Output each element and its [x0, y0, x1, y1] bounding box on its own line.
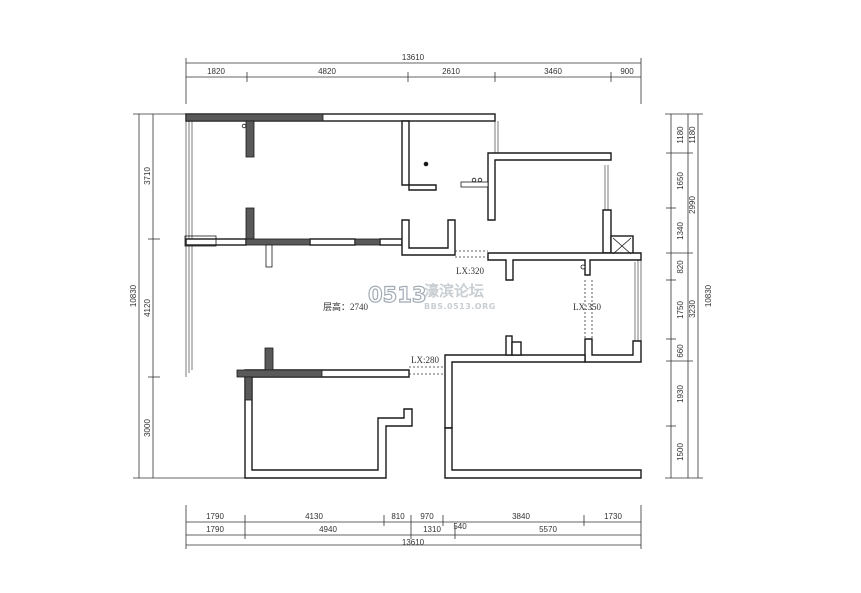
right-middle-dim-2: 2990 [688, 196, 697, 214]
right-inner-dim-3: 1340 [676, 222, 685, 240]
window-sill [184, 235, 217, 247]
right-dimension-chain [665, 113, 703, 479]
pillar-stub [265, 244, 273, 268]
bottom-dim-row1-3: 810 [391, 512, 405, 521]
bottom-dimension-chain [185, 505, 642, 549]
structural-beam-2 [354, 238, 381, 246]
top-total-dimension: 13610 [402, 53, 425, 62]
structural-walls [185, 113, 381, 401]
left-dimension-3: 3000 [143, 419, 152, 437]
corridor-wall [487, 252, 642, 281]
left-dimension-1: 3710 [143, 167, 152, 185]
floor-drain-icon [423, 161, 429, 167]
left-dimension-chain [133, 113, 247, 479]
right-inner-dim-5: 1750 [676, 301, 685, 319]
top-dimension-5: 900 [620, 67, 634, 76]
top-dimension-3: 2610 [442, 67, 460, 76]
bottom-dim-row1-5: 3840 [512, 512, 530, 521]
structural-beam-1 [245, 238, 311, 246]
right-inner-dim-6: 660 [676, 344, 685, 358]
right-inner-dim-2: 1650 [676, 172, 685, 190]
door-stub-2 [511, 341, 522, 356]
structural-column-2 [245, 207, 255, 240]
structural-column-1 [245, 120, 255, 158]
right-inner-dim-1: 1180 [676, 126, 685, 144]
bottom-dim-row1-6: 1730 [604, 512, 622, 521]
right-inner-dim-8: 1500 [676, 443, 685, 461]
bottom-dim-row2-1: 1790 [206, 525, 224, 534]
bottom-dim-row2-4: 540 [453, 522, 467, 531]
fixtures [184, 123, 586, 270]
right-inner-dim-7: 1930 [676, 385, 685, 403]
right-bedroom-side-wall [602, 209, 612, 254]
lx-bottom-label: LX:280 [411, 355, 439, 365]
balcony-wall [244, 369, 413, 479]
upper-right-wall-segment [379, 238, 403, 246]
right-inner-dim-4: 820 [676, 260, 685, 274]
lx-right-label: LX:350 [573, 302, 601, 312]
bottom-dim-row1-4: 970 [420, 512, 434, 521]
bottom-right-wall [444, 427, 642, 479]
left-total-dimension: 10830 [129, 284, 138, 307]
structural-column-4 [244, 376, 253, 401]
watermark-number: 0513 [368, 283, 426, 307]
bottom-dim-row1-1: 1790 [206, 512, 224, 521]
partition-wall-1 [401, 120, 437, 191]
right-lower-wall [584, 338, 642, 363]
lx-top-label: LX:320 [456, 266, 484, 276]
structural-column-3 [264, 347, 274, 371]
pipe-icon-2 [580, 264, 586, 270]
bottom-dim-row2-3: 1310 [423, 525, 441, 534]
bottom-dim-row2-2: 4940 [319, 525, 337, 534]
walls [185, 113, 642, 479]
openings [409, 250, 593, 375]
ceiling-height-label: 层高：2740 [323, 301, 369, 312]
bottom-dim-row1-2: 4130 [305, 512, 323, 521]
right-middle-dim-3: 3230 [688, 300, 697, 318]
sink-icon-2 [477, 177, 483, 183]
watermark: 0513 濠滨论坛 BBS.0513.ORG [367, 282, 496, 311]
sink-icon [471, 177, 477, 183]
pipe-icon [241, 123, 247, 129]
watermark-url: BBS.0513.ORG [424, 302, 496, 311]
watermark-site-name: 濠滨论坛 [424, 282, 484, 300]
dining-wall [444, 354, 586, 429]
right-bedroom-top-wall [487, 152, 612, 221]
kitchen-counter [460, 181, 489, 188]
bottom-total-dimension: 13610 [402, 538, 425, 547]
top-dimension-4: 3460 [544, 67, 562, 76]
upper-middle-wall-segment [309, 238, 356, 246]
structural-wall-top-left [185, 113, 324, 122]
top-dimension-chain [185, 58, 642, 104]
bottom-dim-row2-5: 5570 [539, 525, 557, 534]
door-stub [505, 335, 513, 356]
top-dimension-1: 1820 [207, 67, 225, 76]
top-dimension-2: 4820 [318, 67, 336, 76]
shaft-cross-icon [612, 237, 632, 255]
kitchen-wall [401, 219, 456, 256]
right-total-dimension: 10830 [704, 284, 713, 307]
structural-wall-bottom-left [236, 369, 323, 378]
left-dimension-2: 4120 [143, 299, 152, 317]
right-middle-dim-1: 1180 [688, 126, 697, 144]
